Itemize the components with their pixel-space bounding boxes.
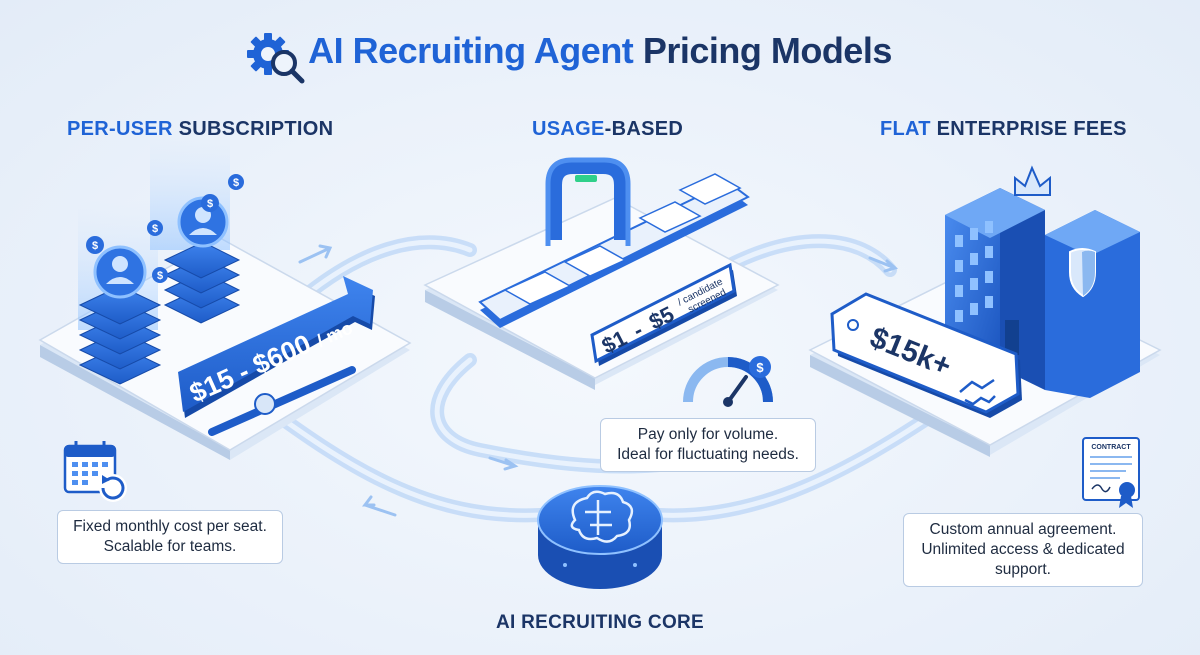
svg-text:$: $ (152, 223, 158, 235)
usage-price-tag: $1 - $5 / candidate screened (590, 262, 737, 366)
title-rest: Pricing Models (642, 30, 893, 71)
resume-card-icon (503, 173, 742, 305)
usage-platform (423, 197, 780, 390)
calendar-refresh-icon (63, 441, 127, 502)
contract-icon: CONTRACT (1082, 437, 1140, 508)
handshake-icon (959, 378, 996, 406)
svg-text:$: $ (756, 360, 764, 375)
per-user-title-rest: SUBSCRIPTION (178, 118, 334, 140)
svg-text:$: $ (92, 240, 98, 252)
enterprise-title-highlight: FLAT (880, 118, 931, 140)
usage-desc-line2: Ideal for fluctuating needs. (617, 446, 799, 463)
shield-icon (1069, 248, 1096, 298)
dollar-coin-icon: $ $ $ $ $ (86, 174, 244, 283)
page-title: AI Recruiting Agent Pricing Models (0, 30, 1200, 72)
enterprise-description: Custom annual agreement. Unlimited acces… (903, 513, 1143, 587)
enterprise-title: FLAT ENTERPRISE FEES (880, 118, 1127, 141)
per-user-title-highlight: PER-USER (67, 118, 173, 140)
gauge-dollar-icon: $ (683, 356, 773, 407)
user-stack-icon (78, 130, 241, 385)
per-user-desc-line1: Fixed monthly cost per seat. (73, 518, 267, 535)
enterprise-title-rest: ENTERPRISE FEES (936, 118, 1127, 140)
enterprise-desc-line2: Unlimited access & dedicated (921, 541, 1125, 558)
flow-arrow-icons (298, 244, 899, 517)
contract-label: CONTRACT (1091, 444, 1131, 451)
usage-desc-line1: Pay only for volume. (637, 426, 779, 443)
enterprise-desc-line1: Custom annual agreement. (929, 521, 1117, 538)
usage-title-rest: -BASED (604, 118, 684, 140)
usage-title-highlight: USAGE (532, 118, 605, 140)
usage-title: USAGE-BASED (532, 118, 683, 141)
enterprise-desc-line3: support. (994, 561, 1051, 578)
svg-text:$: $ (157, 270, 163, 282)
title-highlight: AI Recruiting Agent (308, 30, 634, 71)
enterprise-building-icon (945, 188, 1140, 398)
per-user-desc-line2: Scalable for teams. (103, 538, 237, 555)
crown-icon (1014, 165, 1051, 196)
per-user-title: PER-USER SUBSCRIPTION (67, 118, 333, 141)
brain-circuit-icon (537, 485, 663, 589)
svg-text:$: $ (207, 198, 213, 210)
core-label: AI RECRUITING CORE (495, 612, 705, 633)
slider-icon (208, 366, 356, 436)
svg-text:$: $ (233, 177, 239, 189)
gear-search-icon (247, 33, 305, 84)
per-user-description: Fixed monthly cost per seat. Scalable fo… (57, 510, 283, 564)
usage-description: Pay only for volume. Ideal for fluctuati… (600, 418, 816, 472)
